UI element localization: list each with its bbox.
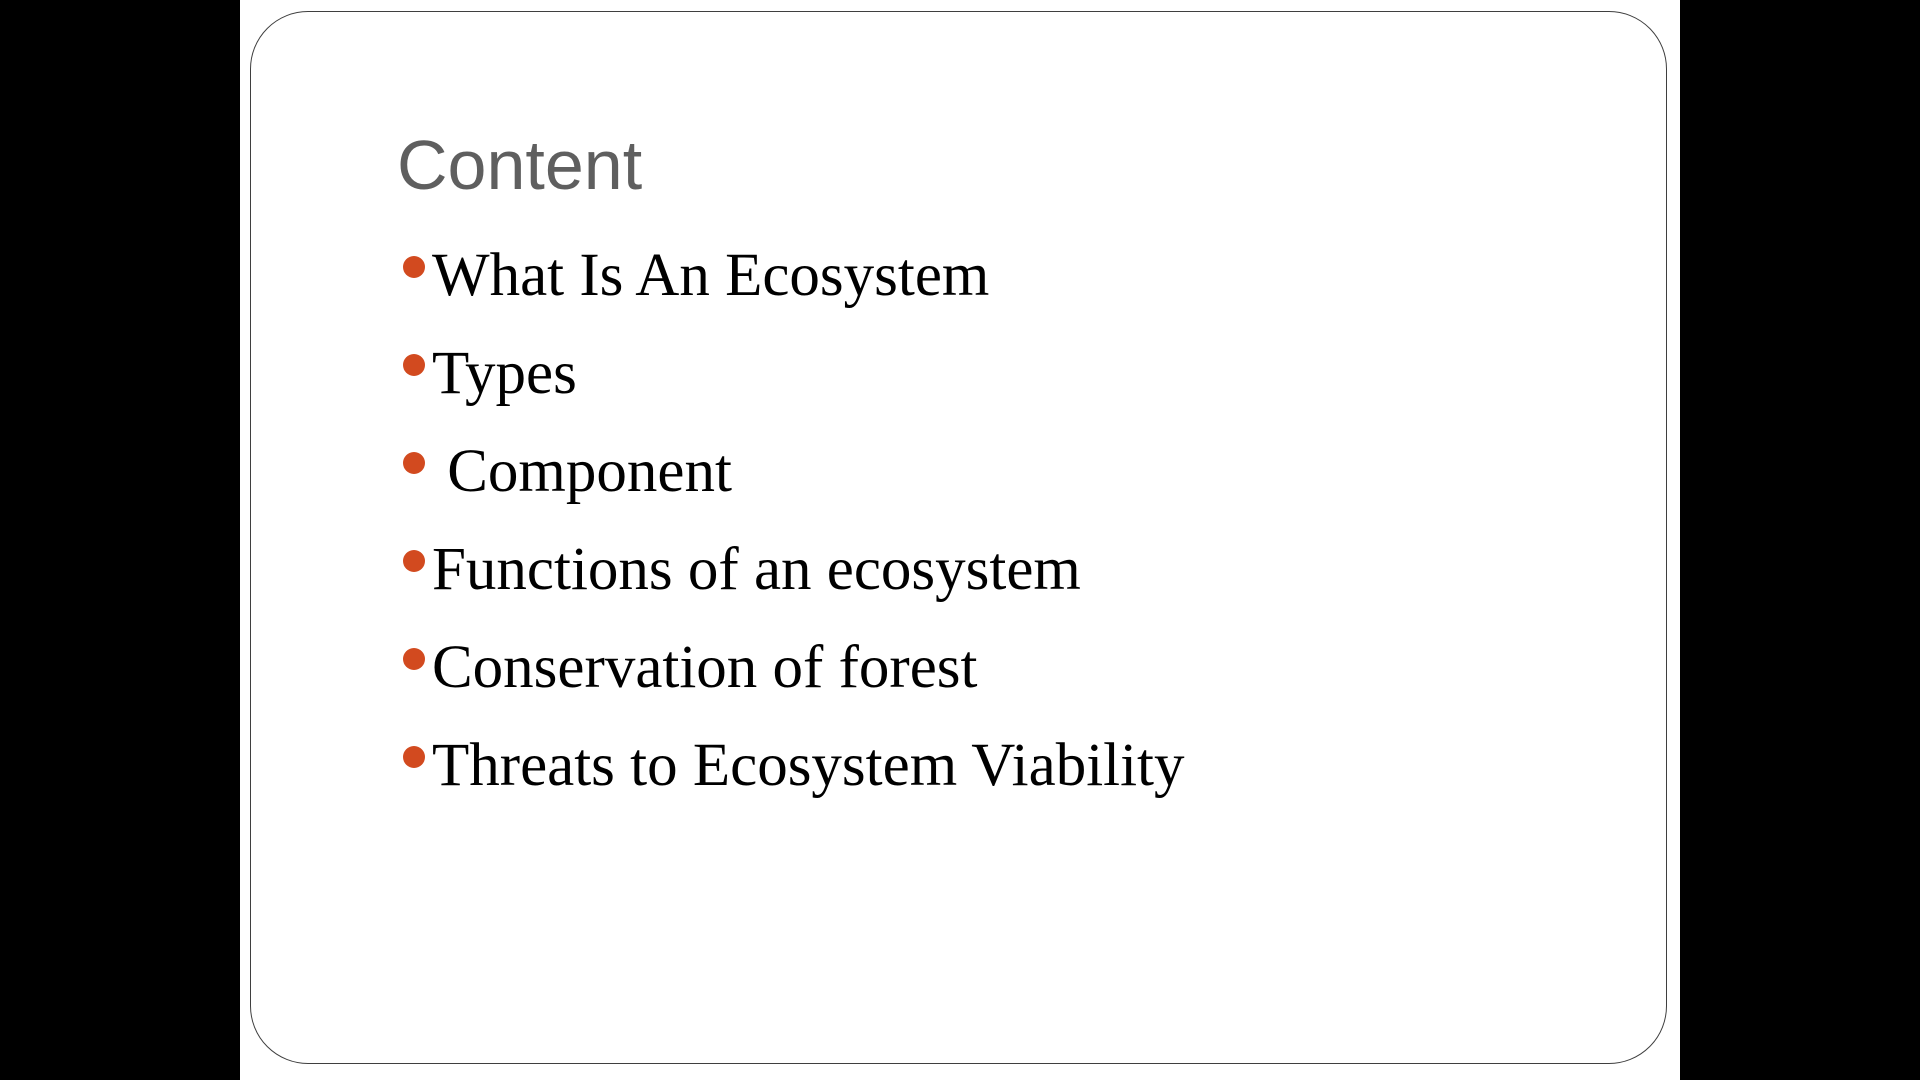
bullet-dot-icon bbox=[403, 452, 425, 474]
bullet-text: Functions of an ecosystem bbox=[432, 536, 1081, 603]
bullet-dot-icon bbox=[403, 746, 425, 768]
bullet-dot-icon bbox=[403, 648, 425, 670]
slide: Content What Is An Ecosystem Types Compo… bbox=[240, 0, 1680, 1080]
bullet-text: Conservation of forest bbox=[432, 634, 978, 701]
bullet-text: Threats to Ecosystem Viability bbox=[432, 732, 1185, 799]
bullet-text: What Is An Ecosystem bbox=[432, 242, 990, 309]
slide-title: Content bbox=[397, 126, 643, 204]
bullet-text: Component bbox=[432, 438, 732, 505]
bullet-dot-icon bbox=[403, 354, 425, 376]
bullet-dot-icon bbox=[403, 550, 425, 572]
bullet-text: Types bbox=[432, 340, 577, 407]
bullet-dot-icon bbox=[403, 256, 425, 278]
slide-frame bbox=[250, 11, 1667, 1064]
